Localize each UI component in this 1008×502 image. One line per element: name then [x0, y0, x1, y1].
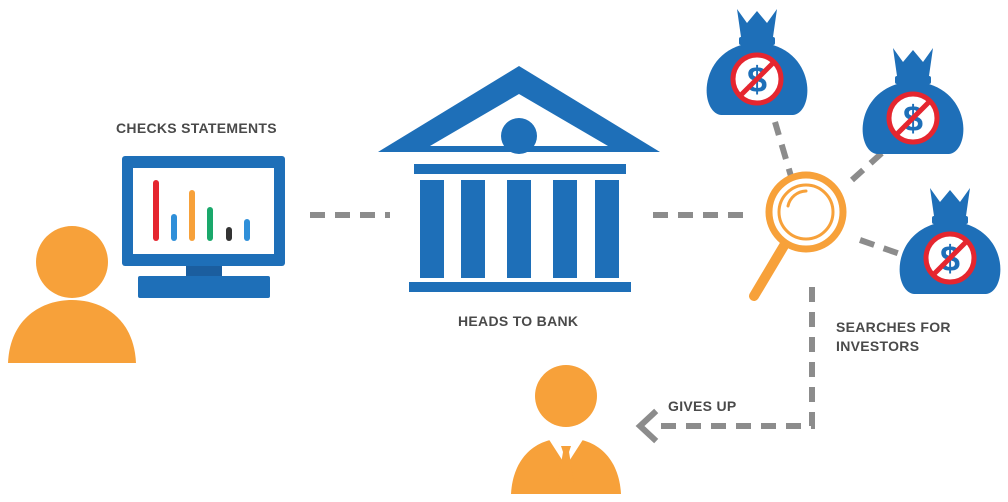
no-sign-slash — [738, 60, 776, 98]
bank-emblem — [501, 118, 537, 154]
businessman-icon — [511, 365, 621, 494]
money-bag-icon: $ — [862, 48, 964, 154]
businessman-tie — [558, 446, 574, 490]
bank-column — [553, 180, 577, 278]
connectors — [310, 121, 901, 429]
no-sign-slash — [894, 99, 932, 137]
money-bag-knot — [930, 188, 970, 216]
label-searches-line2: INVESTORS — [836, 338, 920, 354]
connector-magnifier-gives-up — [660, 287, 815, 429]
label-checks-statements: CHECKS STATEMENTS — [116, 120, 277, 136]
magnifier-glare — [786, 189, 808, 208]
magnifier-icon — [749, 171, 847, 301]
label-searches-for-investors: SEARCHES FOR INVESTORS — [836, 318, 966, 356]
money-bag-tie — [932, 216, 968, 224]
no-sign-slash — [931, 239, 969, 277]
bank-column — [507, 180, 531, 278]
bank-icon — [378, 66, 660, 292]
label-gives-up: GIVES UP — [668, 398, 737, 414]
money-bag-tie — [739, 37, 775, 45]
money-bag-knot — [893, 48, 933, 76]
person-body — [8, 300, 136, 363]
connector-magnifier-bag2 — [849, 149, 886, 183]
bank-column — [461, 180, 485, 278]
person-head — [36, 226, 108, 298]
money-bag-icon: $ — [899, 188, 1001, 294]
bank-column — [420, 180, 444, 278]
bank-base — [409, 282, 631, 292]
label-searches-line1: SEARCHES FOR — [836, 319, 951, 335]
connector-magnifier-bag3 — [859, 237, 901, 257]
magnifier-handle — [749, 239, 790, 301]
bank-column — [595, 180, 619, 278]
money-bag-icon: $ — [706, 9, 808, 115]
arrow-icon — [635, 408, 659, 444]
monitor-icon — [122, 156, 285, 298]
person-icon — [8, 226, 136, 363]
label-heads-to-bank: HEADS TO BANK — [458, 313, 579, 329]
businessman-head — [535, 365, 597, 427]
monitor-chart-bars — [153, 180, 250, 241]
money-bag-knot — [737, 9, 777, 37]
bank-pediment — [414, 164, 626, 174]
connector-magnifier-bag1 — [772, 121, 796, 184]
monitor-base — [138, 276, 270, 298]
money-bag-tie — [895, 76, 931, 84]
magnifier-lens — [777, 183, 835, 241]
